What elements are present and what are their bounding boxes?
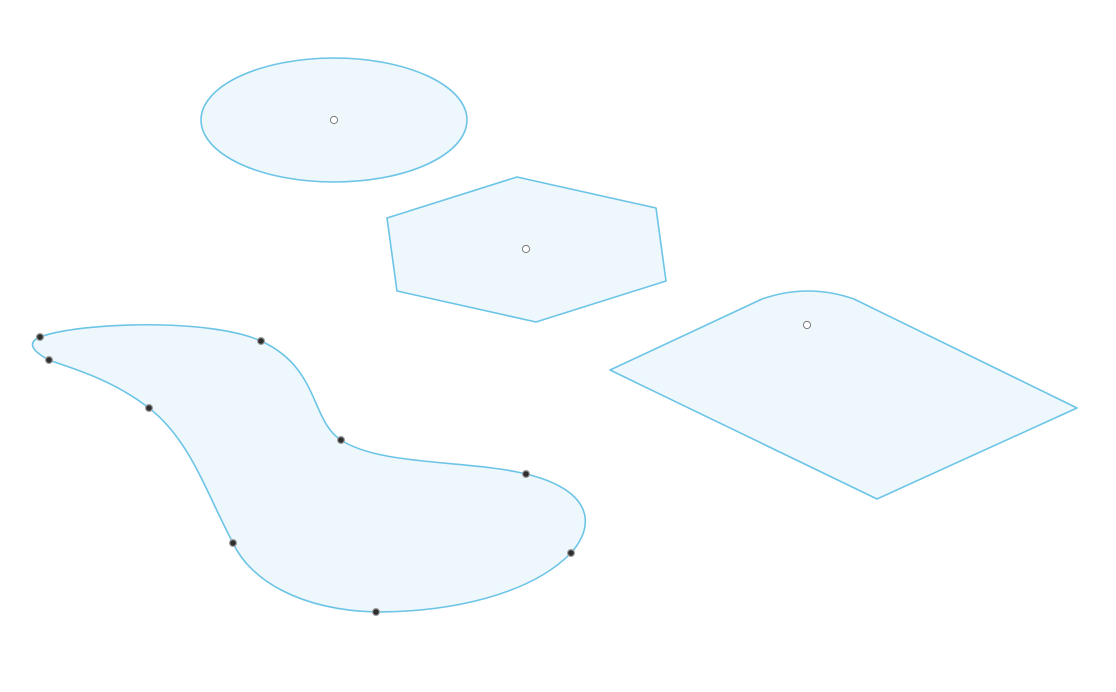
hexagon-shape-group[interactable] bbox=[386, 176, 667, 323]
rounded-quad-shape[interactable] bbox=[609, 290, 1078, 500]
freeform-blob-shape[interactable] bbox=[31, 323, 587, 613]
anchor-point[interactable] bbox=[337, 436, 346, 445]
anchor-point[interactable] bbox=[521, 470, 530, 479]
anchor-point[interactable] bbox=[35, 333, 44, 342]
ellipse-shape-group[interactable] bbox=[200, 57, 468, 183]
anchor-point[interactable] bbox=[257, 337, 266, 346]
ellipse-center-handle[interactable] bbox=[329, 115, 339, 125]
anchor-point[interactable] bbox=[44, 356, 53, 365]
anchor-point[interactable] bbox=[145, 404, 154, 413]
anchor-points bbox=[35, 333, 575, 616]
hexagon-center-handle[interactable] bbox=[521, 244, 531, 254]
anchor-point[interactable] bbox=[566, 548, 575, 557]
anchor-point[interactable] bbox=[229, 538, 238, 547]
freeform-blob-shape-group[interactable] bbox=[31, 323, 587, 616]
anchor-point[interactable] bbox=[372, 607, 381, 616]
rounded-quad-center-handle[interactable] bbox=[802, 320, 812, 330]
rounded-quad-shape-group[interactable] bbox=[609, 290, 1078, 500]
